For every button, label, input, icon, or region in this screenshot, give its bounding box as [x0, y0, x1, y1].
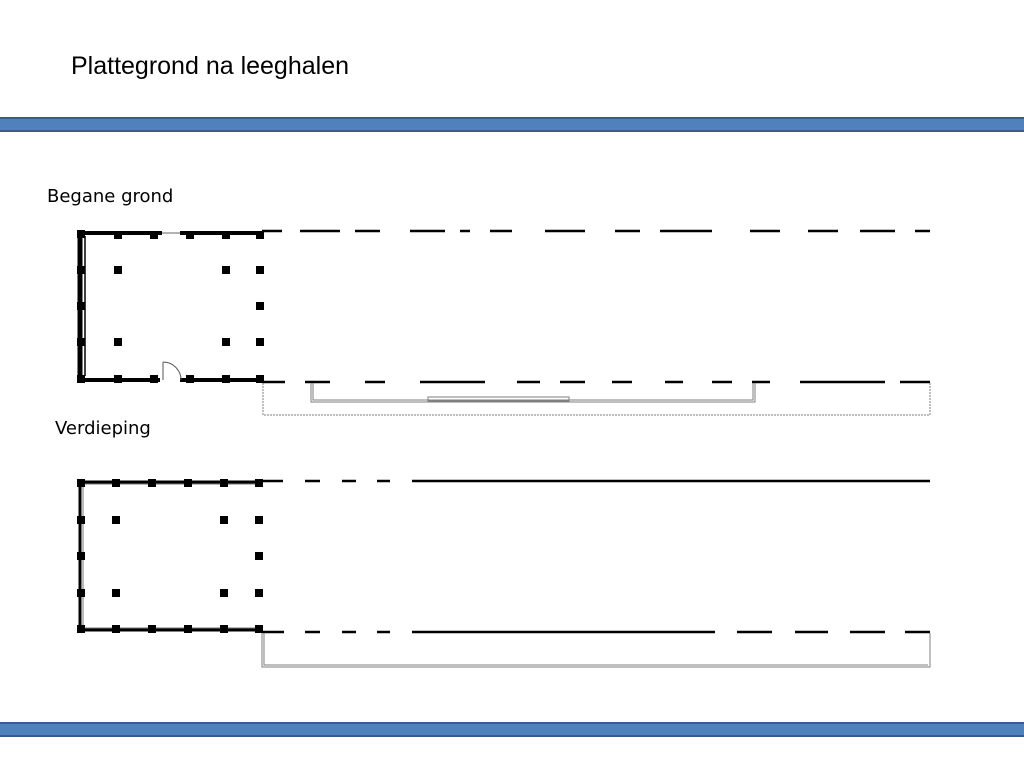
ground-floor-solid-walls	[77, 231, 262, 382]
page-title: Plattegrond na leeghalen	[71, 52, 350, 80]
floor-label-ground: Begane grond	[47, 186, 174, 207]
ground-floor-columns	[77, 230, 264, 383]
upper-floor-annex-outline	[261, 633, 931, 668]
upper-floor-plan	[77, 479, 931, 668]
ground-floor-plan	[77, 229, 931, 416]
upper-floor-columns	[77, 479, 263, 633]
floor-label-upper: Verdieping	[55, 418, 151, 439]
top-accent-band	[0, 117, 1024, 132]
ground-floor-annex-outline	[262, 383, 931, 416]
bottom-accent-band	[0, 722, 1024, 737]
ground-floor-door	[162, 361, 182, 381]
upper-floor-walls	[78, 480, 262, 632]
